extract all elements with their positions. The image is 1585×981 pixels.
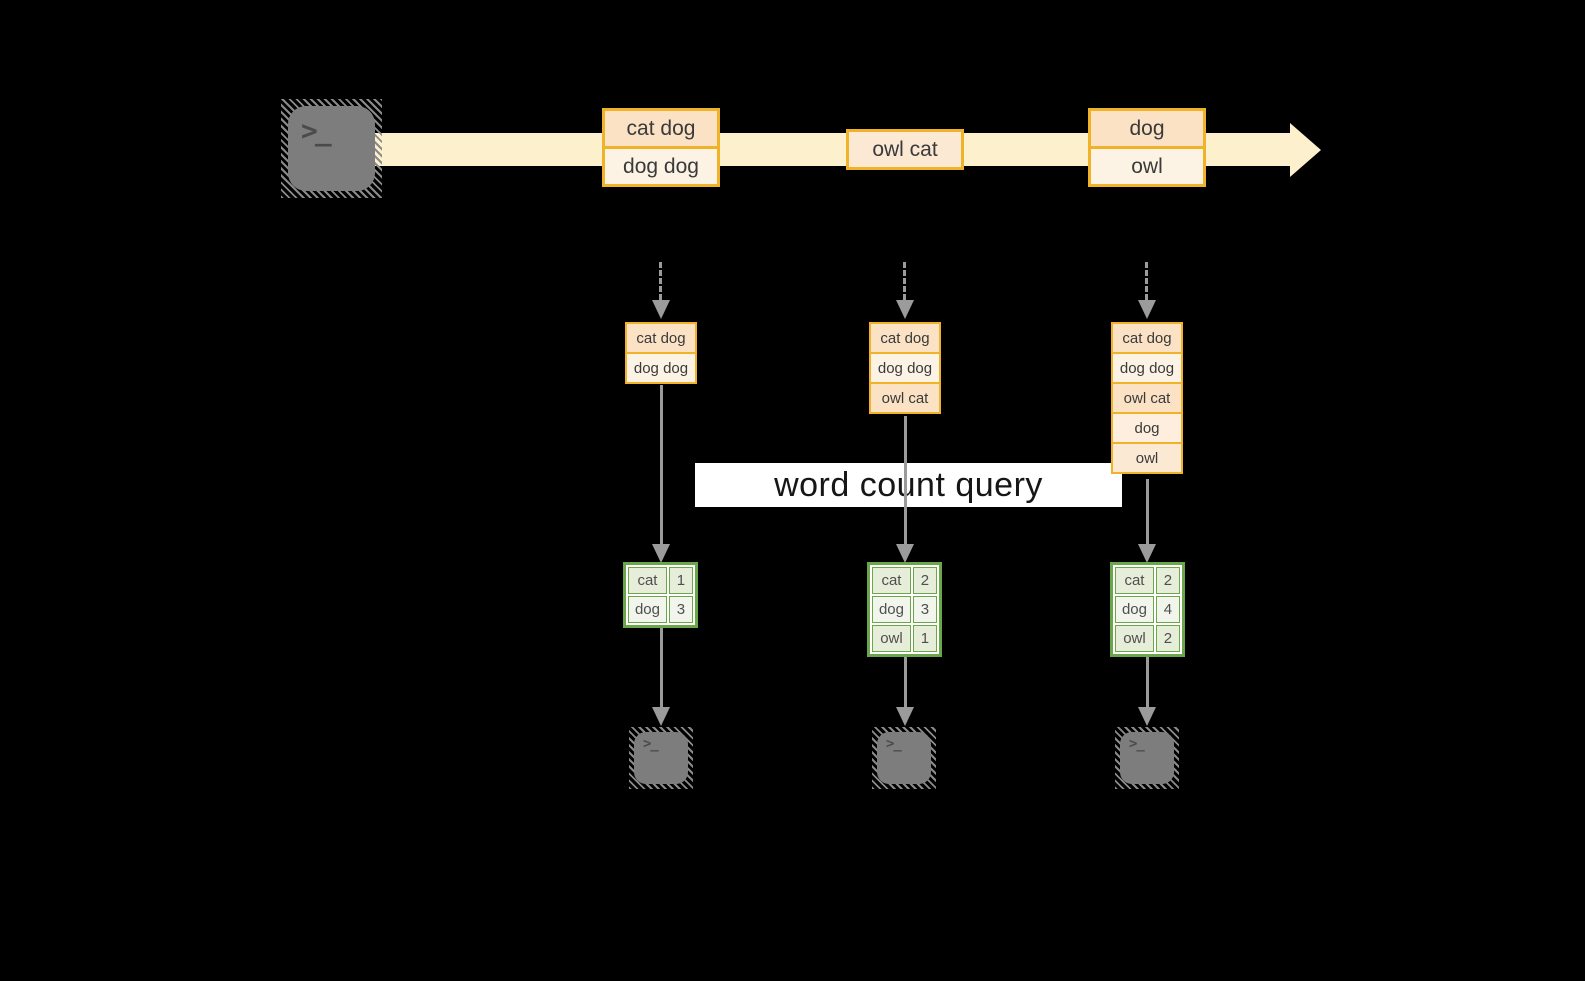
output-arrow-line xyxy=(1146,657,1149,707)
timeline-message-group-2: owl cat xyxy=(846,129,964,170)
terminal-prompt-icon: >_ xyxy=(1129,736,1145,752)
count-table-3: cat 2 dog 4 owl 2 xyxy=(1110,562,1185,657)
count-cell: 2 xyxy=(1155,567,1180,594)
consumer-terminal-icon-3: >_ xyxy=(1115,727,1179,789)
count-table-1: cat 1 dog 3 xyxy=(623,562,698,628)
count-cell: 3 xyxy=(668,596,693,623)
terminal-prompt-icon: >_ xyxy=(643,736,659,752)
buffered-message: dog dog xyxy=(627,352,695,382)
dashed-arrow-line xyxy=(1145,262,1148,300)
terminal-screen: >_ xyxy=(1120,732,1174,784)
stream-timeline-arrowhead xyxy=(1290,123,1321,177)
count-cell: 2 xyxy=(912,567,937,594)
buffered-message: owl cat xyxy=(1113,382,1181,412)
buffered-message: owl xyxy=(1113,442,1181,472)
query-label: word count query xyxy=(774,465,1043,504)
dashed-arrow-head-icon xyxy=(1138,300,1156,319)
query-arrow-head-icon xyxy=(652,544,670,563)
word-cell: dog xyxy=(1115,596,1154,623)
terminal-screen: >_ xyxy=(634,732,688,784)
buffer-stack-3: cat dog dog dog owl cat dog owl xyxy=(1111,322,1183,474)
buffered-message: cat dog xyxy=(871,324,939,352)
word-cell: cat xyxy=(1115,567,1154,594)
message-label: dog xyxy=(1091,111,1203,146)
output-arrow-head-icon xyxy=(896,707,914,726)
message-label: cat dog xyxy=(605,111,717,146)
count-table-2: cat 2 dog 3 owl 1 xyxy=(867,562,942,657)
word-cell: dog xyxy=(872,596,911,623)
dashed-arrow-line xyxy=(903,262,906,300)
buffered-message: dog dog xyxy=(1113,352,1181,382)
message-label: owl cat xyxy=(849,132,961,167)
terminal-prompt-icon: >_ xyxy=(301,114,332,147)
query-arrow-head-icon xyxy=(1138,544,1156,563)
message-label: dog dog xyxy=(605,146,717,184)
word-cell: dog xyxy=(628,596,667,623)
buffered-message: dog xyxy=(1113,412,1181,442)
buffered-message: cat dog xyxy=(1113,324,1181,352)
word-cell: cat xyxy=(872,567,911,594)
query-arrow-head-icon xyxy=(896,544,914,563)
buffer-stack-2: cat dog dog dog owl cat xyxy=(869,322,941,414)
count-cell: 1 xyxy=(912,625,937,652)
consumer-terminal-icon-2: >_ xyxy=(872,727,936,789)
count-cell: 4 xyxy=(1155,596,1180,623)
output-arrow-head-icon xyxy=(1138,707,1156,726)
query-label-band: word count query xyxy=(695,463,1122,507)
output-arrow-line xyxy=(904,657,907,707)
query-arrow-line xyxy=(660,385,663,545)
terminal-screen: >_ xyxy=(877,732,931,784)
terminal-prompt-icon: >_ xyxy=(886,736,902,752)
buffer-stack-1: cat dog dog dog xyxy=(625,322,697,384)
word-cell: cat xyxy=(628,567,667,594)
buffered-message: owl cat xyxy=(871,382,939,412)
query-arrow-line xyxy=(1146,479,1149,545)
query-arrow-line xyxy=(904,416,907,545)
timeline-message-group-3: dog owl xyxy=(1088,108,1206,187)
dashed-arrow-line xyxy=(659,262,662,300)
count-cell: 2 xyxy=(1155,625,1180,652)
terminal-screen: >_ xyxy=(288,106,375,191)
word-cell: owl xyxy=(1115,625,1154,652)
source-terminal-icon: >_ xyxy=(281,99,382,198)
dashed-arrow-head-icon xyxy=(652,300,670,319)
output-arrow-head-icon xyxy=(652,707,670,726)
buffered-message: cat dog xyxy=(627,324,695,352)
buffered-message: dog dog xyxy=(871,352,939,382)
output-arrow-line xyxy=(660,628,663,707)
dashed-arrow-head-icon xyxy=(896,300,914,319)
message-label: owl xyxy=(1091,146,1203,184)
word-cell: owl xyxy=(872,625,911,652)
consumer-terminal-icon-1: >_ xyxy=(629,727,693,789)
count-cell: 3 xyxy=(912,596,937,623)
timeline-message-group-1: cat dog dog dog xyxy=(602,108,720,187)
count-cell: 1 xyxy=(668,567,693,594)
